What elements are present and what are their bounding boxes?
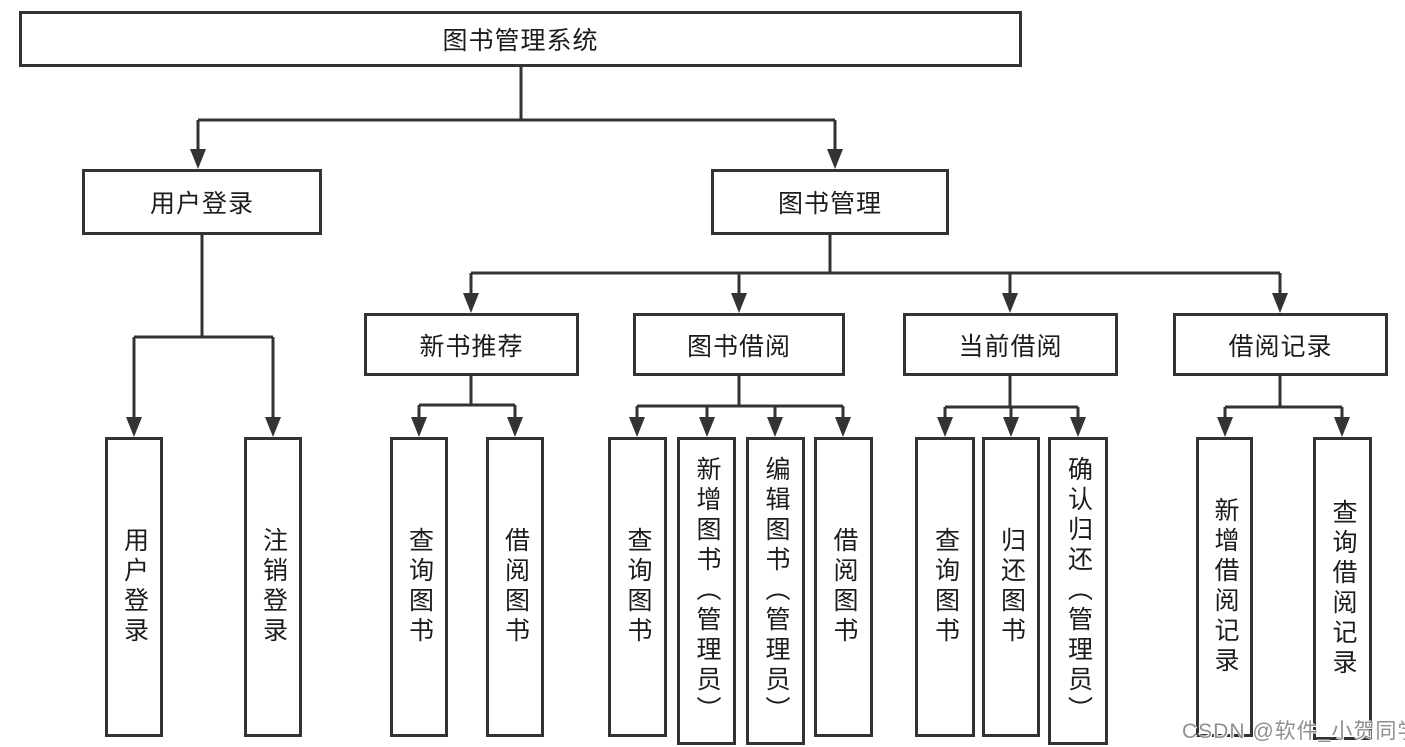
node-root-label: 图书管理系统 [442,27,599,55]
leaf-user-login: 用户登录 [105,437,163,737]
node-label: 查询图书 [405,527,434,647]
node-label: 新增图书（管理员） [693,456,721,726]
node-label: 借阅图书 [501,527,530,647]
node-book-mgmt-branch: 图书管理 [711,169,949,235]
node-label: 编辑图书（管理员） [762,456,790,726]
node-label: 借阅图书 [830,527,858,647]
node-label: 新书推荐 [419,332,524,361]
node-user-login-branch: 用户登录 [82,169,322,235]
leaf-query-books-current: 查询图书 [915,437,975,737]
leaf-add-borrow-record: 新增借阅记录 [1196,437,1253,737]
node-label: 图书借阅 [686,332,791,361]
leaf-add-books-admin: 新增图书（管理员） [677,437,736,745]
node-current-borrow: 当前借阅 [903,313,1118,376]
leaf-logout: 注销登录 [244,437,302,737]
leaf-query-borrow-record: 查询借阅记录 [1313,437,1372,740]
node-label: 当前借阅 [958,332,1063,361]
node-label: 注销登录 [259,527,288,647]
node-label: 借阅记录 [1228,332,1333,361]
node-label: 新增借阅记录 [1211,497,1239,677]
csdn-watermark: CSDN @软件_小贺同学 [1182,720,1405,743]
node-borrow-records: 借阅记录 [1173,313,1388,376]
node-label: 确认归还（管理员） [1064,456,1093,726]
node-label: 用户登录 [149,190,254,218]
node-new-book-recommend: 新书推荐 [364,313,579,376]
node-label: 用户登录 [120,527,149,647]
leaf-borrow-books: 借阅图书 [814,437,873,737]
node-book-borrow: 图书借阅 [633,313,845,376]
leaf-query-books-recommend: 查询图书 [390,437,448,737]
leaf-confirm-return-admin: 确认归还（管理员） [1048,437,1108,745]
leaf-borrow-books-recommend: 借阅图书 [486,437,544,737]
node-label: 查询图书 [931,527,960,647]
leaf-query-books-borrow: 查询图书 [608,437,667,737]
leaf-return-books: 归还图书 [982,437,1040,737]
leaf-edit-books-admin: 编辑图书（管理员） [746,437,805,745]
node-label: 查询图书 [624,527,652,647]
node-root: 图书管理系统 [19,11,1022,67]
node-label: 归还图书 [997,527,1026,647]
node-label: 查询借阅记录 [1329,498,1357,679]
node-label: 图书管理 [777,190,882,218]
